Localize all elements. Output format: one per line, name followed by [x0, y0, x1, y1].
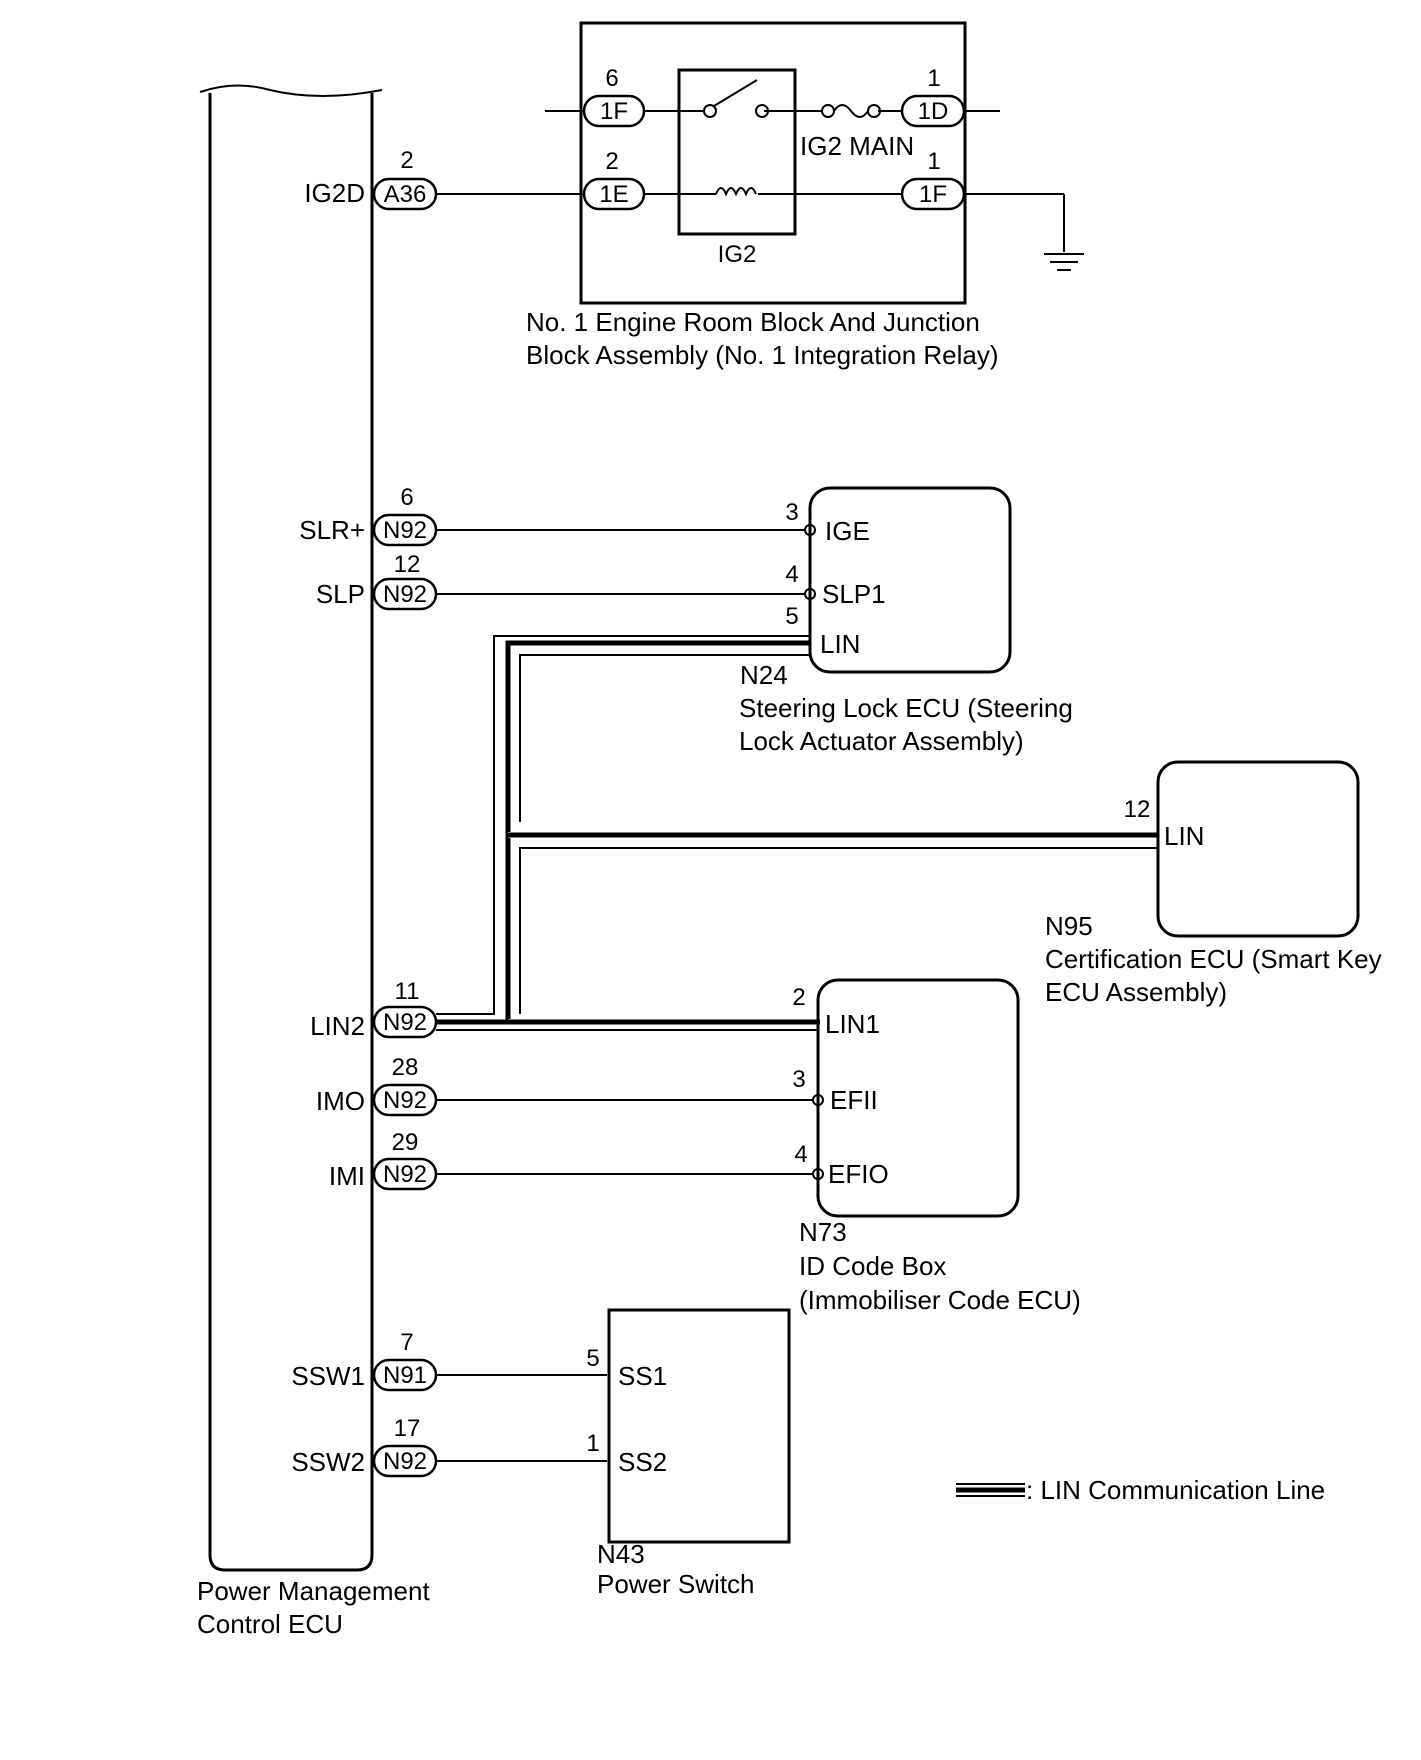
svg-text:3: 3 — [785, 499, 798, 526]
certification-name-line1: Certification ECU (Smart Key — [1045, 944, 1382, 974]
svg-text:IGE: IGE — [825, 516, 870, 546]
svg-text:5: 5 — [586, 1345, 599, 1372]
certification-code: N95 — [1045, 911, 1093, 941]
svg-text:IG2D: IG2D — [304, 178, 365, 208]
svg-text:17: 17 — [394, 1415, 421, 1442]
svg-text:SS2: SS2 — [618, 1447, 667, 1477]
svg-text:28: 28 — [392, 1054, 419, 1081]
relay-switch-icon — [703, 79, 769, 118]
fuse-label: IG2 MAIN — [800, 131, 914, 161]
svg-text:SSW1: SSW1 — [291, 1361, 365, 1391]
power-management-ecu: Power Management Control ECU — [197, 84, 430, 1639]
id-code-box: 2 LIN1 3 EFII 4 EFIO N73 ID Code Box (Im… — [792, 978, 1081, 1315]
connector-right-top: 1 1D — [900, 65, 966, 128]
svg-text:1E: 1E — [599, 181, 628, 208]
svg-text:3: 3 — [792, 1066, 805, 1093]
svg-text:6: 6 — [605, 65, 618, 92]
relay-block-title-line1: No. 1 Engine Room Block And Junction — [526, 307, 980, 337]
ecu-terminal-ssw1: SSW1 7 N91 — [291, 1329, 607, 1392]
svg-text:N92: N92 — [383, 517, 427, 544]
svg-text:N92: N92 — [383, 581, 427, 608]
svg-text:12: 12 — [394, 551, 421, 578]
svg-text:SSW2: SSW2 — [291, 1447, 365, 1477]
svg-text:A36: A36 — [384, 181, 427, 208]
svg-text:N92: N92 — [383, 1009, 427, 1036]
svg-text:N92: N92 — [383, 1087, 427, 1114]
svg-text:2: 2 — [792, 984, 805, 1011]
legend: : LIN Communication Line — [956, 1475, 1325, 1505]
svg-text:1F: 1F — [600, 98, 628, 125]
svg-text:SLR+: SLR+ — [299, 515, 365, 545]
svg-text:SLP: SLP — [316, 579, 365, 609]
relay-block: IG2 MAIN IG2 6 1F 2 1E 1 1D 1 1F — [526, 21, 1084, 370]
id-code-box-name-line1: ID Code Box — [799, 1251, 946, 1281]
svg-text:1: 1 — [927, 65, 940, 92]
relay-name: IG2 — [718, 241, 757, 268]
svg-text:IMI: IMI — [329, 1161, 365, 1191]
legend-label: : LIN Communication Line — [1026, 1475, 1325, 1505]
svg-text:4: 4 — [794, 1141, 807, 1168]
svg-text:LIN: LIN — [820, 629, 860, 659]
svg-text:6: 6 — [400, 484, 413, 511]
ecu-terminal-ssw2: SSW2 17 N92 — [291, 1415, 607, 1478]
steering-lock-code: N24 — [740, 660, 788, 690]
id-code-box-code: N73 — [799, 1217, 847, 1247]
certification-ecu: 12 LIN N95 Certification ECU (Smart Key … — [1045, 760, 1382, 1007]
svg-text:2: 2 — [400, 147, 413, 174]
svg-text:N92: N92 — [383, 1161, 427, 1188]
ecu-terminal-slr: SLR+ 6 N92 — [299, 484, 804, 547]
svg-text:7: 7 — [400, 1329, 413, 1356]
power-switch: 5 SS1 1 SS2 N43 Power Switch — [586, 1308, 791, 1599]
svg-text:1D: 1D — [918, 98, 949, 125]
ecu-terminal-slp: SLP 12 N92 — [316, 551, 804, 611]
terminal-ig2d: IG2D 2 A36 — [304, 147, 584, 211]
steering-lock-name-line1: Steering Lock ECU (Steering — [739, 693, 1073, 723]
relay-coil-icon — [715, 187, 757, 197]
power-switch-code: N43 — [597, 1539, 645, 1569]
svg-text:11: 11 — [395, 978, 420, 1005]
certification-name-line2: ECU Assembly) — [1045, 977, 1227, 1007]
svg-text:EFII: EFII — [830, 1085, 878, 1115]
svg-text:5: 5 — [785, 603, 798, 630]
steering-lock-name-line2: Lock Actuator Assembly) — [739, 726, 1024, 756]
svg-text:LIN2: LIN2 — [310, 1011, 365, 1041]
lin-communication-lines — [436, 635, 1158, 1031]
svg-text:EFIO: EFIO — [828, 1159, 889, 1189]
svg-text:IMO: IMO — [316, 1086, 365, 1116]
fuse-icon — [821, 104, 881, 118]
ecu-terminal-imo: IMO 28 N92 — [316, 1054, 812, 1117]
svg-text:LIN: LIN — [1164, 821, 1204, 851]
svg-text:N91: N91 — [383, 1362, 427, 1389]
svg-text:2: 2 — [605, 148, 618, 175]
svg-text:LIN1: LIN1 — [825, 1009, 880, 1039]
svg-text:1: 1 — [927, 148, 940, 175]
svg-text:12: 12 — [1124, 796, 1151, 823]
svg-text:1F: 1F — [919, 181, 947, 208]
ecu-name-line1: Power Management — [197, 1576, 430, 1606]
steering-lock-ecu: 3 IGE 4 SLP1 5 LIN N24 Steering Lock ECU… — [739, 486, 1073, 756]
relay-block-title-line2: Block Assembly (No. 1 Integration Relay) — [526, 340, 999, 370]
connector-left-top: 6 1F — [582, 65, 646, 128]
ecu-terminal-lin2: LIN2 11 N92 — [310, 978, 438, 1041]
connector-right-bottom: 1 1F — [900, 148, 966, 211]
svg-text:SLP1: SLP1 — [822, 579, 886, 609]
svg-text:SS1: SS1 — [618, 1361, 667, 1391]
svg-text:1: 1 — [586, 1430, 599, 1457]
ecu-terminal-imi: IMI 29 N92 — [329, 1129, 812, 1191]
ground-icon — [1044, 253, 1084, 271]
ecu-name-line2: Control ECU — [197, 1609, 343, 1639]
connector-left-bottom: 2 1E — [582, 148, 646, 211]
svg-text:N92: N92 — [383, 1448, 427, 1475]
svg-text:29: 29 — [392, 1129, 419, 1156]
id-code-box-name-line2: (Immobiliser Code ECU) — [799, 1285, 1081, 1315]
power-switch-name: Power Switch — [597, 1569, 755, 1599]
svg-text:4: 4 — [785, 561, 798, 588]
